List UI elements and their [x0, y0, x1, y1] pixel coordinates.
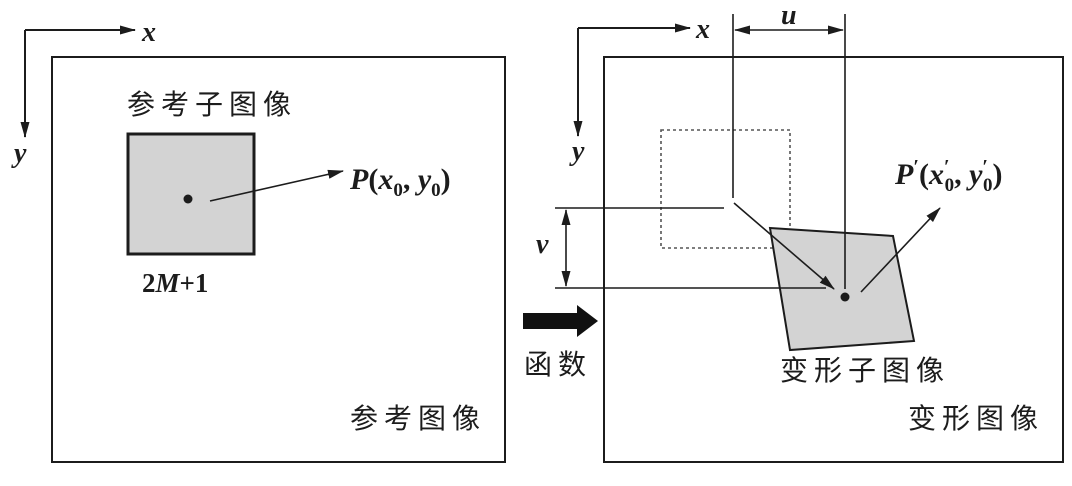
x-prime: ′ [944, 156, 950, 178]
original-subimage-outline [660, 129, 791, 249]
mapping: 函数 [523, 305, 598, 381]
y-symbol: y [966, 158, 983, 191]
reference-panel: x y 参考子图像 P(x0, y0) 2M+1 参考图像 [11, 17, 506, 463]
comma: , [403, 163, 418, 196]
mapping-arrow-icon [523, 305, 598, 337]
open-paren: ( [368, 163, 378, 196]
deformed-point-label: P′(x′0, y′0) [894, 156, 1003, 196]
deformed-y-axis-label: y [569, 136, 585, 167]
deformed-point-arrow [860, 207, 941, 293]
deformed-subimage-label: 变形子图像 [780, 354, 950, 387]
deformed-x-axis-label: x [695, 14, 710, 45]
u-label: u [781, 0, 797, 31]
x-subscript: 0 [393, 180, 403, 201]
reference-center-point [183, 194, 193, 204]
displacement-arrow [733, 202, 835, 290]
reference-image-frame [51, 56, 506, 463]
y-subscript: 0 [431, 180, 441, 201]
close-paren: ) [441, 163, 451, 196]
y-subscript: 0 [983, 175, 993, 196]
point-symbol: P [894, 158, 914, 191]
size-coefficient: 2 [142, 268, 156, 298]
reference-subimage [126, 132, 256, 256]
open-paren: ( [919, 158, 929, 191]
reference-point-label: P(x0, y0) [349, 163, 451, 201]
reference-image-label: 参考图像 [350, 402, 486, 435]
reference-x-axis-label: x [141, 17, 156, 48]
deformed-panel: x y u v P′(x′0, y′0) 变形子图像 变形图像 [536, 0, 1064, 463]
reference-point-arrow [209, 169, 344, 202]
close-paren: ) [993, 158, 1003, 191]
size-offset: +1 [180, 268, 209, 298]
x-subscript: 0 [945, 175, 955, 196]
subimage-size-label: 2M+1 [142, 268, 208, 298]
deformed-center-point [840, 292, 850, 302]
x-symbol: x [377, 163, 393, 196]
y-prime: ′ [982, 156, 988, 178]
deformed-subimage [768, 226, 916, 352]
y-symbol: y [415, 163, 432, 196]
size-symbol: M [155, 268, 181, 298]
reference-y-axis-label: y [11, 138, 27, 169]
point-symbol: P [349, 163, 369, 196]
v-label: v [536, 229, 549, 260]
reference-subimage-label: 参考子图像 [127, 88, 297, 121]
comma: , [954, 158, 969, 191]
x-symbol: x [928, 158, 944, 191]
mapping-label: 函数 [524, 348, 592, 381]
deformed-image-label: 变形图像 [908, 402, 1044, 435]
point-prime: ′ [913, 156, 919, 178]
